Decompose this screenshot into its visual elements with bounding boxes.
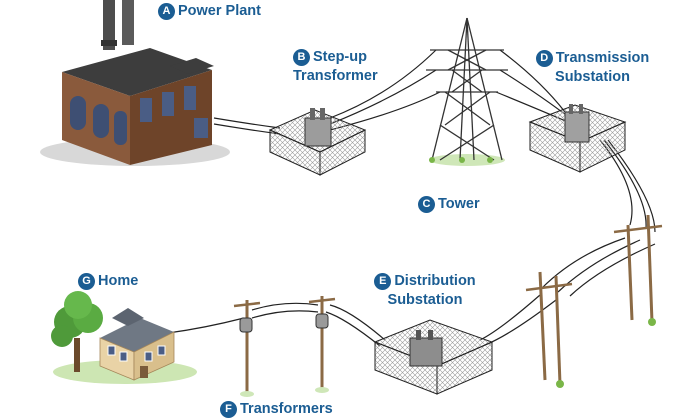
label-home-text: Home <box>98 273 139 289</box>
label-transmission-line1: Transmission <box>555 50 650 66</box>
label-a-badge: A <box>158 3 175 20</box>
distribution-substation <box>373 319 494 395</box>
utility-poles-right <box>525 214 663 388</box>
power-plant-building <box>40 0 230 166</box>
label-distribution-line2: Substation <box>387 292 463 308</box>
step-up-transformer-substation <box>268 108 367 176</box>
label-transmission-line2: Substation <box>555 69 630 85</box>
label-transformers-text: Transformers <box>240 401 333 417</box>
label-distribution-line1: Distribution <box>394 273 476 289</box>
label-step-up-line2: Transformer <box>293 68 378 84</box>
label-tower-text: Tower <box>438 196 480 212</box>
label-power-plant-text: Power Plant <box>178 3 261 19</box>
label-c-badge: C <box>418 196 435 213</box>
pole-transformers <box>233 296 336 397</box>
transmission-substation <box>528 104 627 173</box>
home-house <box>51 291 197 384</box>
label-e-badge: E <box>374 273 392 290</box>
label-step-up-line1: Step-up <box>313 49 367 65</box>
label-d-badge: D <box>535 50 553 67</box>
label-b-badge: B <box>293 49 310 66</box>
label-f-badge: F <box>220 401 237 418</box>
label-g-badge: G <box>78 273 95 290</box>
transmission-tower <box>426 17 508 166</box>
